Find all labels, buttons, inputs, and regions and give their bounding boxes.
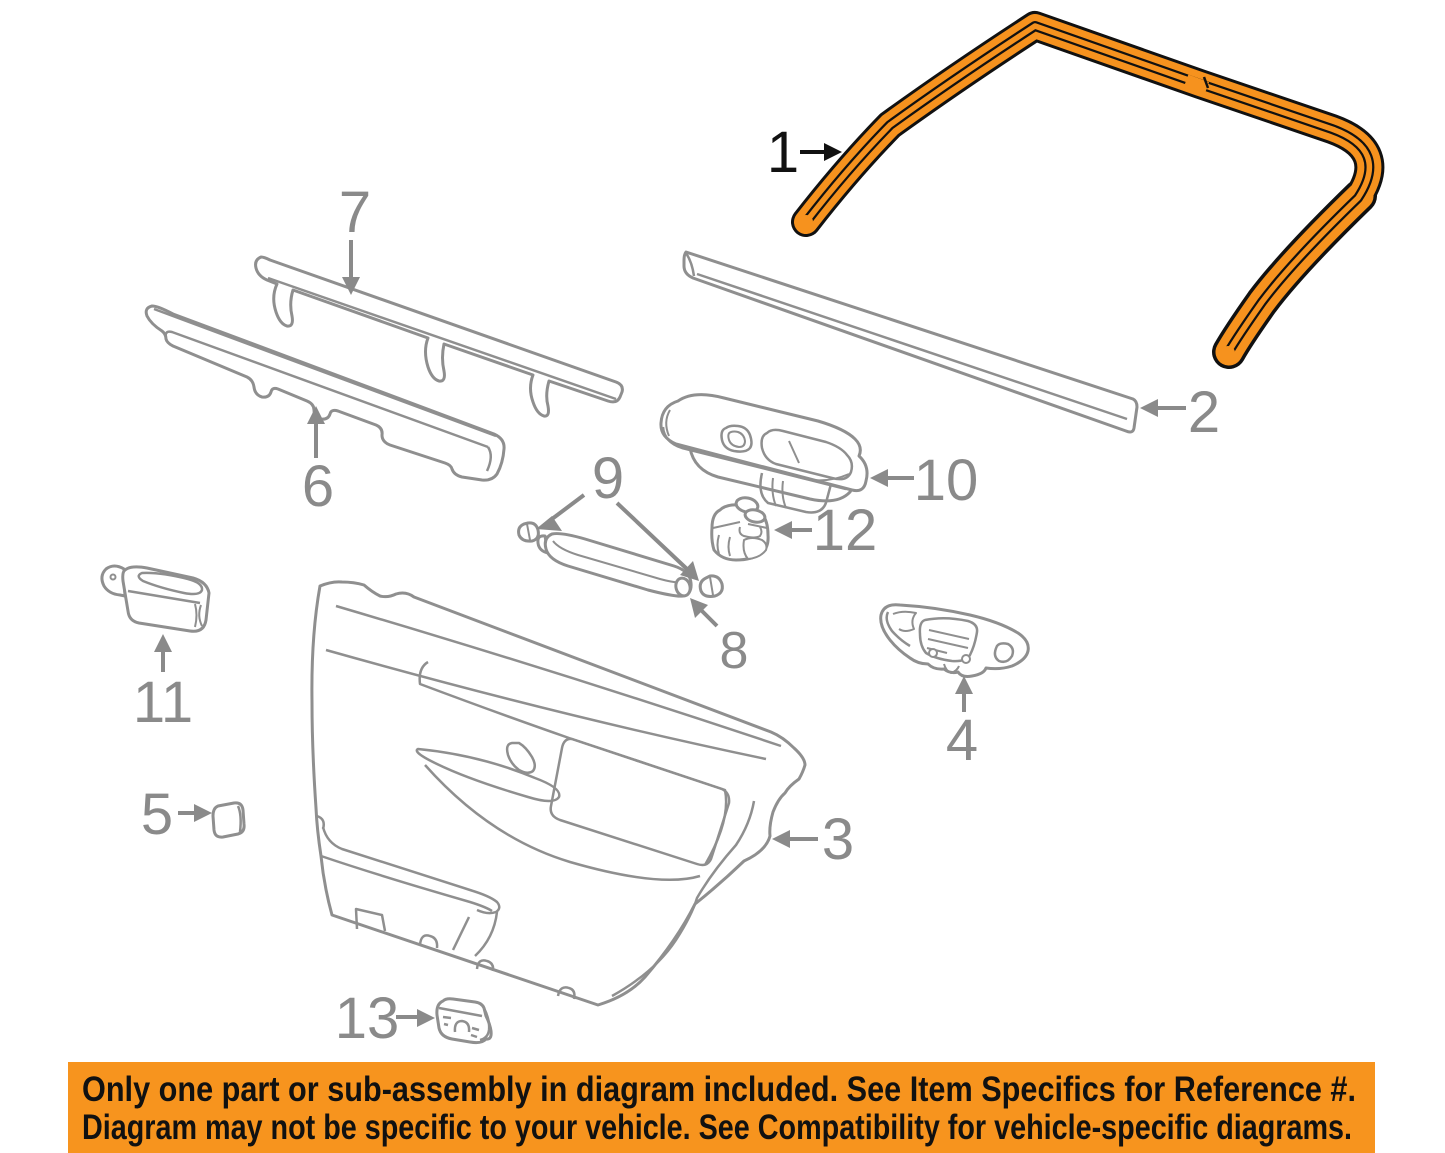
- svg-text:7: 7: [339, 180, 371, 245]
- svg-text:Diagram may not be specific to: Diagram may not be specific to your vehi…: [82, 1108, 1352, 1147]
- svg-text:5: 5: [141, 782, 173, 847]
- svg-text:12: 12: [813, 498, 878, 563]
- svg-text:11: 11: [133, 670, 193, 735]
- svg-text:6: 6: [302, 454, 334, 519]
- svg-text:10: 10: [914, 448, 979, 513]
- svg-text:1: 1: [767, 120, 799, 185]
- svg-text:2: 2: [1188, 380, 1220, 445]
- svg-text:4: 4: [946, 708, 978, 773]
- svg-text:8: 8: [720, 622, 749, 680]
- svg-text:Only one part or sub-assembly: Only one part or sub-assembly in diagram…: [82, 1070, 1356, 1109]
- svg-text:9: 9: [592, 446, 624, 511]
- svg-text:3: 3: [822, 807, 854, 872]
- svg-text:13: 13: [335, 986, 400, 1051]
